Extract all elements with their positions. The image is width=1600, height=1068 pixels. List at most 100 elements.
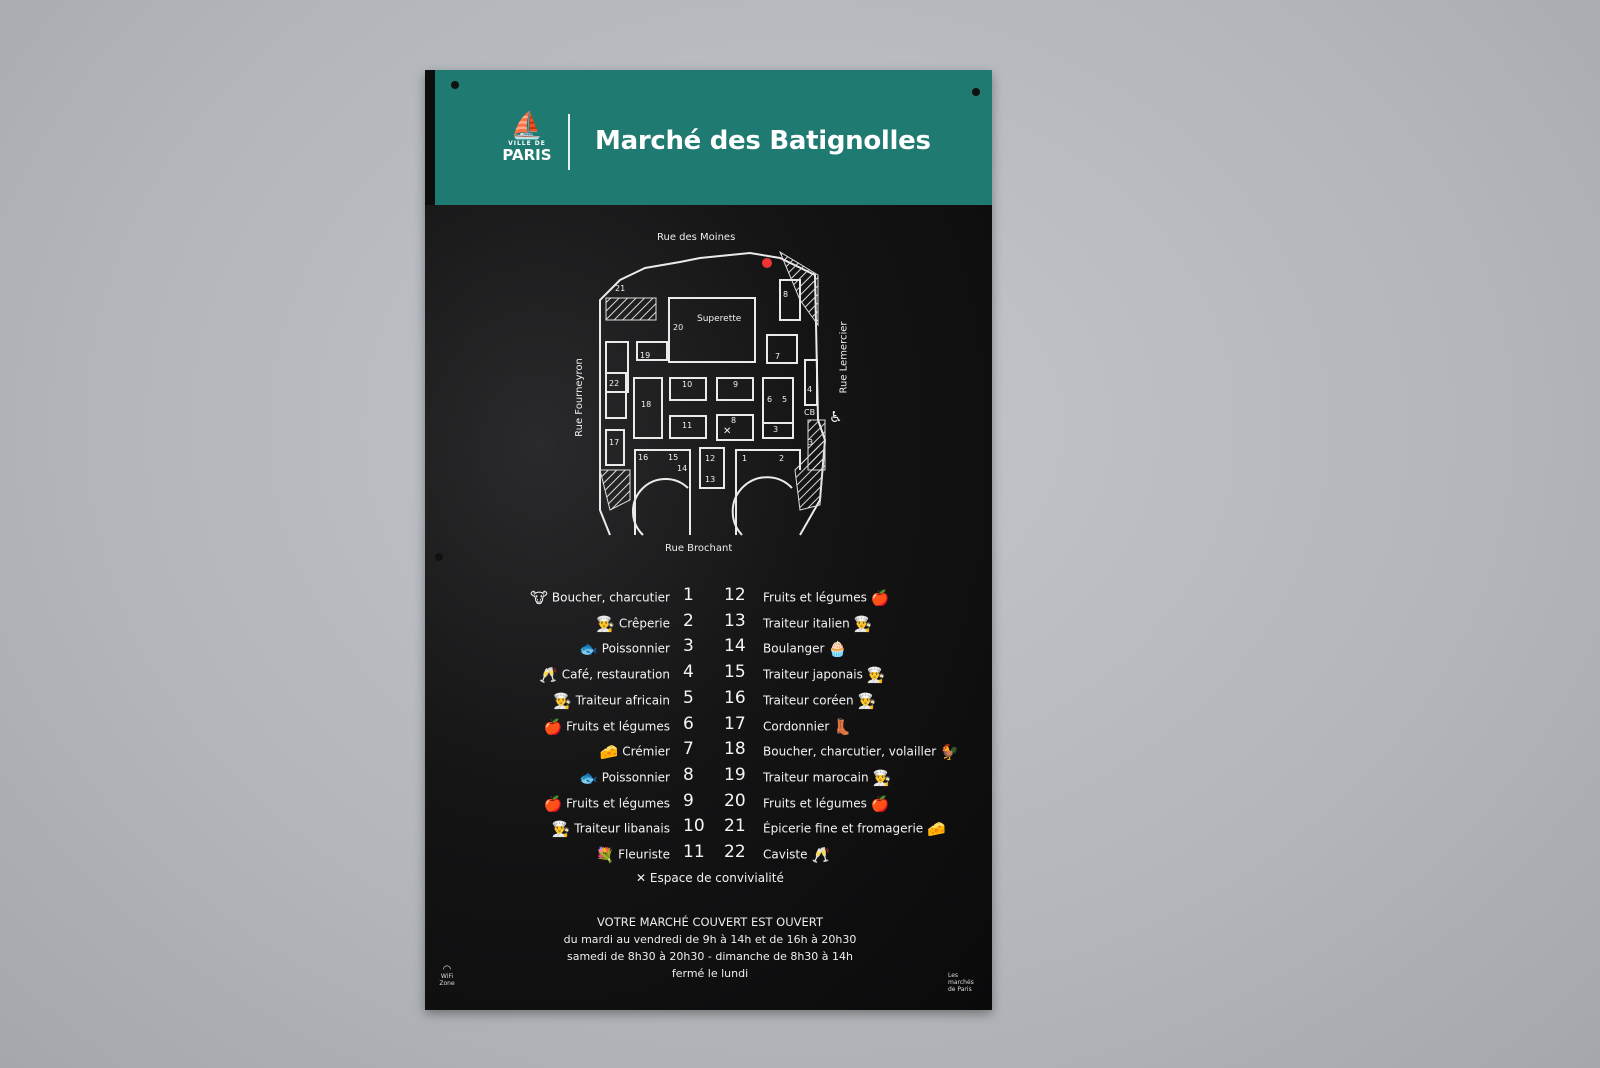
stall-category-icon: 👨‍🍳 (872, 768, 892, 787)
page-title: Marché des Batignolles (595, 126, 931, 156)
legend-item: 👨‍🍳Traiteur libanais (480, 816, 671, 840)
accessibility-icon: ♿ (829, 408, 843, 426)
legend-item: 🧀Crémier (480, 739, 670, 763)
legend-label: Poissonnier (601, 770, 670, 785)
stall-number: 4 (683, 662, 694, 683)
stall-category-icon: 🐟 (579, 640, 598, 659)
legend-label: Crémier (622, 744, 670, 759)
superette-label: Superette (697, 314, 742, 324)
legend-label: Traiteur coréen (763, 693, 854, 708)
legend-label: Traiteur libanais (574, 821, 670, 836)
stall-category-icon: 🐟 (579, 768, 598, 787)
screw (972, 88, 980, 96)
stall-number: 10 (683, 816, 705, 837)
legend-item: 🐟Poissonnier (480, 636, 670, 660)
stall-category-icon: 🐓 (940, 743, 959, 762)
stall-number: 20 (724, 790, 746, 811)
chalkboard (425, 205, 992, 1010)
stall-number: 11 (683, 842, 705, 862)
legend-label: Boucher, charcutier (551, 590, 670, 605)
ville-de-paris-logo: ⛵ VILLE DE PARIS (497, 112, 557, 172)
stall-number: 22 (724, 842, 746, 862)
stall-number: 9 (683, 790, 694, 811)
legend-item: 🍎Fruits et légumes (480, 791, 670, 815)
street-bottom: Rue Brochant (665, 543, 733, 554)
stall-category-icon: 🍎 (543, 717, 563, 736)
screw (978, 550, 986, 558)
stall-number: 17 (724, 713, 746, 734)
stall-category-icon: 💐 (595, 846, 615, 864)
location-pin-icon (762, 258, 772, 268)
stall-category-icon: 👨‍🍳 (866, 666, 886, 685)
stall-number: 3 (683, 636, 694, 657)
legend-label: Caviste (763, 847, 808, 862)
stall-number: 13 (724, 610, 746, 631)
legend-item: 🐟Poissonnier (480, 765, 670, 789)
stall-category-icon: 🥂 (811, 846, 831, 864)
legend-item: 🍎Fruits et légumes (480, 714, 670, 738)
legend-label: Fruits et légumes (566, 719, 670, 733)
legend-label: Traiteur italien (763, 616, 850, 631)
street-top: Rue des Moines (657, 232, 736, 243)
ship-icon: ⛵ (510, 111, 544, 141)
stall-number: 2 (683, 610, 694, 631)
screw (435, 553, 443, 561)
legend-item: Traiteur marocain👨‍🍳 (763, 765, 963, 789)
sign-header: ⛵ VILLE DE PARIS Marché des Batignolles (435, 70, 992, 205)
legend-item: Traiteur japonais👨‍🍳 (763, 662, 963, 686)
stall-number: 7 (683, 739, 694, 760)
legend-label: Café, restauration (561, 667, 670, 682)
restaurant-icon: ✕ (723, 426, 732, 437)
legend-item: Fruits et légumes🍎 (763, 791, 963, 815)
legend-label: Fruits et légumes (763, 590, 867, 605)
stall-number: 16 (724, 687, 746, 708)
stall-number: 19 (724, 764, 746, 785)
stall-category-icon: 🧀 (599, 743, 619, 762)
legend-label: Boulanger (763, 641, 825, 656)
divider (568, 114, 570, 170)
legend-item: 💐Fleuriste (480, 842, 670, 866)
legend-label: Fruits et légumes (763, 796, 867, 811)
legend-label: Épicerie fine et fromagerie (763, 821, 924, 836)
stall-category-icon: 👨‍🍳 (596, 614, 615, 633)
legend-label: Cordonnier (763, 719, 830, 733)
stall-number: 12 (724, 585, 746, 605)
legend-label: Fruits et légumes (566, 796, 670, 811)
wifi-badge: ◠ WiFi Zone (437, 964, 457, 988)
stall-category-icon: 👨‍🍳 (551, 820, 571, 839)
legend-item: Épicerie fine et fromagerie🧀 (763, 816, 963, 840)
stall-number: 6 (683, 713, 694, 734)
market-sign: ⛵ VILLE DE PARIS Marché des Batignolles (425, 70, 992, 1010)
legend-item: Boulanger🧁 (763, 636, 963, 660)
stall-category-icon: 👨‍🍳 (552, 691, 572, 710)
legend-item: Fruits et légumes🍎 (763, 585, 963, 609)
legend-item: Traiteur italien👨‍🍳 (763, 611, 963, 635)
legend-label: Poissonnier (601, 641, 670, 656)
stall-category-icon: 🍎 (870, 794, 890, 813)
stall-category-icon: 🍎 (870, 589, 890, 607)
legend-label: Traiteur marocain (763, 770, 869, 785)
stall-category-icon: 🧀 (927, 820, 946, 839)
legend-label: Fleuriste (618, 847, 670, 862)
legend-item: Boucher, charcutier, volailler🐓 (763, 739, 963, 763)
stall-number: 21 (724, 816, 746, 837)
stall-category-icon: 🥂 (539, 666, 558, 685)
legend-item: Cordonnier👢 (763, 714, 963, 738)
legend-label: Boucher, charcutier, volailler (763, 744, 937, 759)
stall-category-icon: 🐮 (530, 589, 548, 607)
stall-category-icon: 👨‍🍳 (853, 614, 873, 633)
stall-category-icon: 👢 (833, 717, 852, 736)
stall-category-icon: 🧁 (828, 640, 848, 659)
wifi-icon: ◠ (442, 964, 452, 975)
stall-category-icon: 🍎 (543, 794, 563, 813)
stall-number: 18 (724, 739, 746, 760)
stall-number: 8 (683, 764, 694, 785)
legend-item: Caviste🥂 (763, 842, 963, 866)
screw (451, 81, 459, 89)
legend-item: 👨‍🍳Traiteur africain (480, 688, 670, 712)
stall-number: 14 (724, 636, 746, 657)
legend-label: Traiteur africain (575, 693, 670, 708)
stall-number: 1 (683, 585, 694, 605)
brand-footer: Les marchés de Paris (948, 972, 974, 993)
